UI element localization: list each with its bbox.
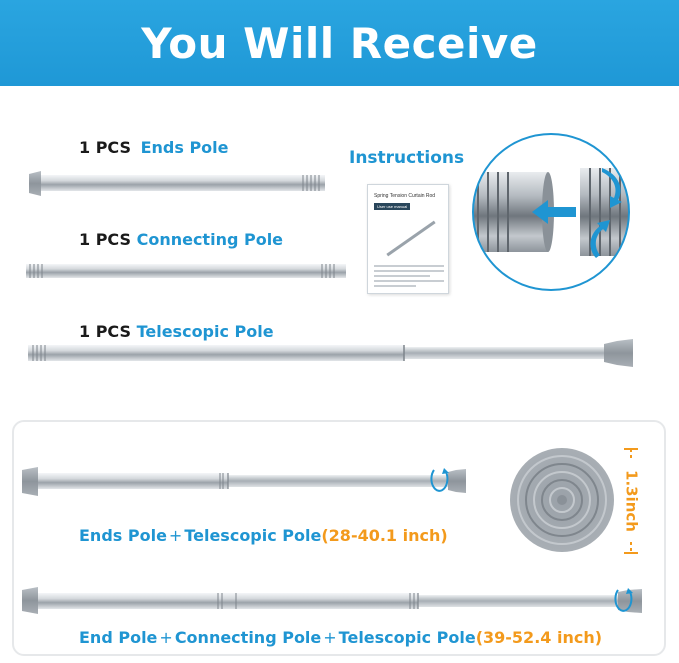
combo-part: Telescopic Pole: [184, 526, 322, 545]
combo-part: End Pole: [79, 628, 158, 647]
plus-sign: +: [159, 628, 173, 647]
plus-sign: +: [323, 628, 337, 647]
header-banner: You Will Receive: [0, 0, 679, 86]
dimension-label: 1.3inch: [623, 470, 641, 532]
item-label-ends-pole: 1 PCS Ends Pole: [79, 138, 229, 157]
plus-sign: +: [168, 526, 183, 545]
ends-pole-illustration: [29, 171, 325, 196]
manual-text-lines: [374, 265, 444, 290]
item-label-telescopic-pole: 1 PCS Telescopic Pole: [79, 322, 274, 341]
manual-title: Spring Tension Curtain Rod: [374, 193, 436, 199]
combo-range: (28-40.1 inch): [321, 526, 448, 545]
item-name: Ends Pole: [140, 138, 229, 157]
combo-label-long: End Pole+Connecting Pole+Telescopic Pole…: [79, 628, 602, 647]
item-label-connecting-pole: 1 PCS Connecting Pole: [79, 230, 283, 249]
combo-part: Connecting Pole: [174, 628, 322, 647]
combo-range: (39-52.4 inch): [475, 628, 603, 647]
instruction-manual: Spring Tension Curtain Rod User use manu…: [367, 184, 449, 294]
banner-title: You Will Receive: [141, 18, 538, 68]
telescopic-pole-illustration: [28, 339, 633, 367]
connecting-pole-illustration: [26, 264, 346, 278]
assembly-long-illustration: [22, 587, 642, 614]
zoom-circle-border: [472, 133, 630, 291]
dimension-marker: [624, 448, 638, 554]
thread-connection-zoom: [473, 134, 629, 290]
combo-label-short: Ends Pole+Telescopic Pole(28-40.1 inch): [79, 526, 448, 545]
item-name: Connecting Pole: [136, 230, 284, 249]
end-cap-disc-illustration: [510, 448, 614, 552]
item-qty: 1 PCS: [79, 230, 131, 249]
instructions-title: Instructions: [349, 148, 465, 168]
combo-part: Telescopic Pole: [338, 628, 476, 647]
item-qty: 1 PCS: [79, 322, 131, 341]
combo-part: Ends Pole: [79, 526, 167, 545]
item-name: Telescopic Pole: [136, 322, 274, 341]
assembly-short-illustration: [22, 467, 466, 496]
manual-subtitle: User use manual: [374, 203, 411, 210]
item-qty: 1 PCS: [79, 138, 131, 157]
